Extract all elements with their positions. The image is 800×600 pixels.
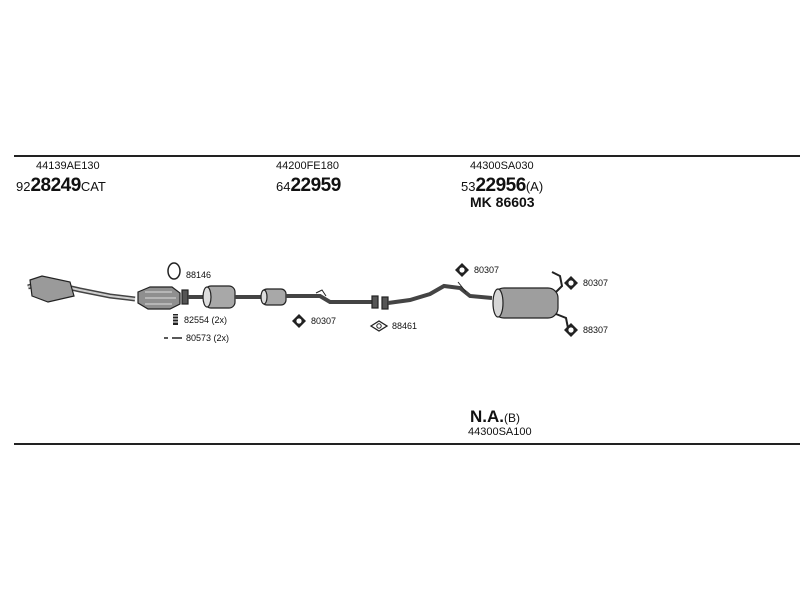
front-number: 28249 — [30, 175, 81, 196]
front-suffix: CAT — [80, 179, 106, 194]
callout-hanger-middle: 80307 — [311, 316, 337, 326]
top-rule — [14, 155, 800, 157]
front-part-code: 44139AE130 — [36, 160, 100, 172]
callout-gasket-front: 88146 — [186, 270, 212, 280]
front-prefix: 92 — [16, 179, 31, 194]
na-text: N.A. — [470, 407, 504, 426]
rubber-hanger-icon-middle — [292, 314, 306, 328]
rear-suffix: (A) — [525, 179, 544, 194]
rubber-hanger-icon-rear-top — [455, 263, 469, 277]
rear-mounting-kit: MK 86603 — [470, 194, 535, 210]
callout-gasket-middle: 88461 — [392, 321, 418, 331]
middle-prefix: 64 — [276, 179, 291, 194]
rear-pipe — [387, 283, 493, 305]
rear-part-number: 5322956(A) — [461, 176, 543, 195]
bottom-rule — [14, 443, 800, 445]
na-label: N.A.(B) — [470, 408, 520, 425]
rubber-hanger-icon-rear-right-bottom — [564, 323, 578, 337]
callout-hanger-rear-right-top: 80307 — [583, 278, 609, 288]
rear-part-code: 44300SA030 — [470, 160, 534, 172]
ring-gasket-icon — [167, 262, 181, 280]
middle-number: 22959 — [290, 175, 341, 196]
middle-part-number: 6422959 — [276, 176, 341, 195]
middle-pipe — [286, 294, 372, 304]
na-suffix: (B) — [504, 411, 520, 425]
cat-flange — [181, 289, 189, 305]
callout-spring-front: 80573 (2x) — [186, 333, 230, 343]
callout-hanger-rear-top: 80307 — [474, 265, 500, 275]
rear-number: 22956 — [475, 175, 526, 196]
middle-part-code: 44200FE180 — [276, 160, 339, 172]
rear-prefix: 53 — [461, 179, 476, 194]
middle-flange — [371, 295, 379, 309]
rubber-hanger-icon-rear-right-top — [564, 276, 578, 290]
bolt-icon — [172, 314, 179, 325]
front-manifold — [29, 275, 75, 303]
callout-bolt-front: 82554 (2x) — [184, 315, 228, 325]
flange-gasket-icon — [369, 320, 389, 332]
callout-hanger-rear-right-bottom: 88307 — [583, 325, 609, 335]
bottom-part-code: 44300SA100 — [468, 426, 532, 438]
tail-pipe — [551, 271, 564, 293]
front-part-number: 9228249CAT — [16, 176, 106, 195]
